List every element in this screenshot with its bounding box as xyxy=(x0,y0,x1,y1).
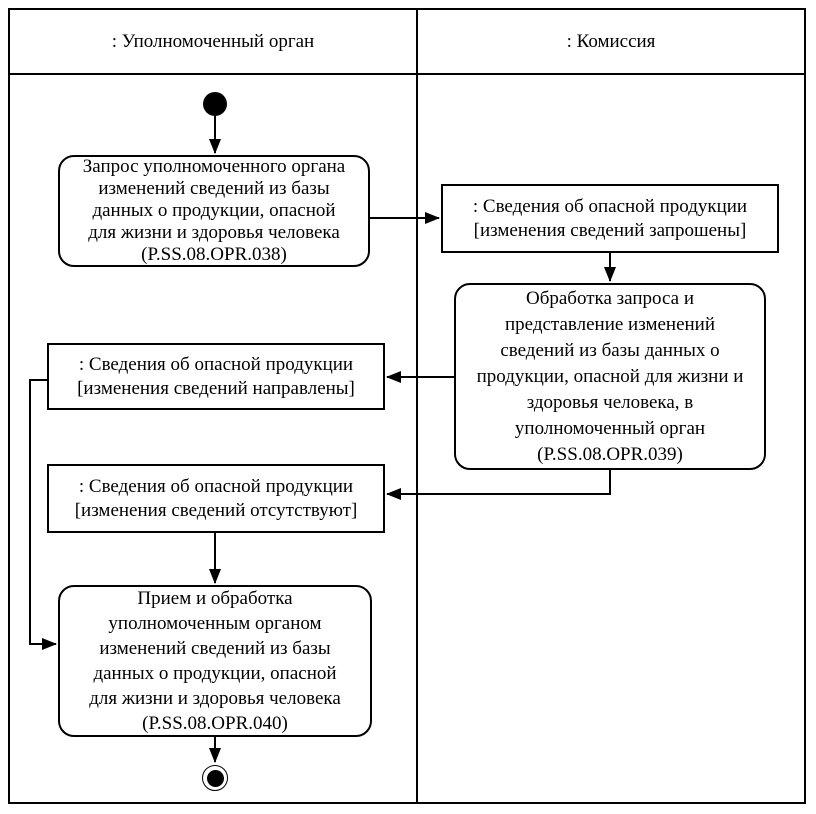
object-node-changes-requested: : Сведения об опасной продукции [изменен… xyxy=(441,184,779,253)
lane-header-authorized-body: : Уполномоченный орган xyxy=(111,30,315,52)
activity-receive-process-040: Прием и обработка уполномоченным органом… xyxy=(58,585,372,737)
activity-request-changes-038: Запрос уполномоченного органа изменений … xyxy=(58,155,370,267)
activity-process-request-039: Обработка запроса и представление измене… xyxy=(454,283,766,470)
initial-node xyxy=(203,92,227,116)
swimlane-divider xyxy=(416,8,418,804)
lane-header-separator xyxy=(8,73,806,75)
object-node-changes-absent: : Сведения об опасной продукции [изменен… xyxy=(47,464,385,533)
diagram-outer-frame xyxy=(8,8,806,804)
lane-header-commission: : Комиссия xyxy=(566,30,656,52)
object-node-changes-sent: : Сведения об опасной продукции [изменен… xyxy=(47,343,385,410)
final-node xyxy=(202,765,228,791)
final-node-dot xyxy=(206,769,224,787)
